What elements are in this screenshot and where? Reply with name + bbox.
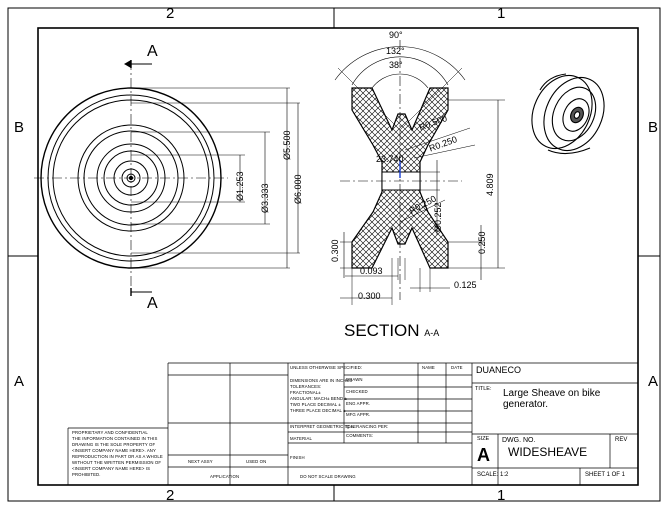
dim-offset-a: 0.093 bbox=[360, 266, 383, 276]
section-caption: SECTION A-A bbox=[344, 322, 439, 339]
tb-comments: COMMENTS: bbox=[346, 433, 374, 438]
tb-drawn: DRAWN bbox=[346, 377, 363, 382]
tb-size: A bbox=[477, 445, 490, 465]
tb-application: APPLICATION bbox=[210, 474, 240, 479]
tb-sheet: SHEET 1 OF 1 bbox=[585, 472, 625, 478]
section-cut-line bbox=[124, 60, 152, 296]
tb-proprietary-line-3: <INSERT COMPANY NAME HERE>. ANY bbox=[72, 448, 156, 453]
dim-small: 23.740 bbox=[376, 154, 404, 164]
zone-row-right-b: B bbox=[648, 119, 659, 136]
dim-width-total: 4.809 bbox=[485, 173, 495, 196]
tb-two-place: TWO PLACE DECIMAL ± bbox=[290, 402, 341, 407]
section-letter-top: A bbox=[147, 43, 158, 60]
tb-mfg-appr: MFG APPR. bbox=[346, 412, 371, 417]
dim-angle-inner: 38° bbox=[389, 60, 403, 70]
dim-hub: Ø3.333 bbox=[260, 183, 270, 213]
tb-title-label: TITLE: bbox=[475, 386, 492, 392]
tb-proprietary-line-1: THE INFORMATION CONTAINED IN THIS bbox=[72, 436, 158, 441]
zone-row-right-a: A bbox=[648, 373, 659, 390]
zone-row-left-a: A bbox=[14, 373, 25, 390]
tb-used-on: USED ON bbox=[246, 459, 267, 464]
dim-edge-height: 0.250 bbox=[477, 231, 487, 254]
tb-finish: FINISH bbox=[290, 455, 305, 460]
isometric-view bbox=[531, 73, 605, 155]
tb-title: Large Sheave on bike generator. bbox=[503, 388, 601, 410]
front-view bbox=[34, 60, 300, 296]
tb-three-place: THREE PLACE DECIMAL ± bbox=[290, 408, 346, 413]
title-block bbox=[67, 362, 638, 485]
tb-rev-label: REV bbox=[615, 437, 628, 443]
dim-offset-c: 0.125 bbox=[454, 280, 477, 290]
tb-company: DUANECO bbox=[476, 365, 522, 375]
tb-no-scale: DO NOT SCALE DRAWING bbox=[300, 474, 356, 479]
zone-col-bottom-1: 1 bbox=[497, 487, 506, 504]
section-letter-bottom: A bbox=[147, 295, 158, 312]
tb-proprietary-title: PROPRIETARY AND CONFIDENTIAL bbox=[72, 430, 148, 435]
tb-proprietary-line-5: WITHOUT THE WRITTEN PERMISSION OF bbox=[72, 460, 162, 465]
tb-interpret: INTERPRET GEOMETRIC TOLERANCING PER: bbox=[290, 424, 389, 429]
tb-checked: CHECKED bbox=[346, 389, 368, 394]
tb-size-label: SIZE bbox=[477, 436, 490, 442]
tb-qa: Q.A. bbox=[346, 424, 355, 429]
zone-row-left-b: B bbox=[14, 119, 25, 136]
zone-col-top-2: 2 bbox=[166, 5, 175, 22]
zone-col-top-1: 1 bbox=[497, 5, 506, 22]
tb-tolerances: TOLERANCES: bbox=[290, 384, 322, 389]
section-title: SECTION bbox=[344, 321, 420, 340]
section-view bbox=[334, 40, 505, 305]
tb-next-assy: NEXT ASSY bbox=[188, 459, 213, 464]
dim-axle: Ø0.252 bbox=[433, 202, 443, 232]
tb-fractional: FRACTIONAL± bbox=[290, 390, 321, 395]
dim-bore: Ø1.253 bbox=[235, 171, 245, 201]
tb-proprietary-line-6: <INSERT COMPANY NAME HERE> IS bbox=[72, 466, 151, 471]
tb-unless-specified: UNLESS OTHERWISE SPECIFIED: bbox=[290, 365, 363, 370]
tb-dwg-no: WIDESHEAVE bbox=[508, 445, 588, 459]
tb-date-header: DATE bbox=[451, 365, 463, 370]
tb-proprietary-line-2: DRAWING IS THE SOLE PROPERTY OF bbox=[72, 442, 156, 447]
tb-material: MATERIAL bbox=[290, 436, 312, 441]
tb-eng-appr: ENG APPR. bbox=[346, 401, 371, 406]
section-suffix: A-A bbox=[424, 328, 440, 338]
tb-name-header: NAME bbox=[422, 365, 435, 370]
dim-groove: Ø5.500 bbox=[282, 130, 292, 160]
dim-angle-mid: 132° bbox=[386, 46, 405, 56]
dim-angle-outer: 90° bbox=[389, 30, 403, 40]
dim-left-height: 0.300 bbox=[330, 239, 340, 262]
zone-col-bottom-2: 2 bbox=[166, 487, 175, 504]
tb-proprietary-line-7: PROHIBITED. bbox=[72, 472, 101, 477]
dim-offset-b: 0.300 bbox=[358, 291, 381, 301]
tb-scale: SCALE: 1:2 bbox=[477, 472, 509, 478]
tb-angular: ANGULAR: MACH± BEND ± bbox=[290, 396, 347, 401]
dim-outer: Ø6.000 bbox=[293, 174, 303, 204]
tb-dims-inches: DIMENSIONS ARE IN INCHES bbox=[290, 378, 353, 383]
tb-proprietary-line-4: REPRODUCTION IN PART OR AS A WHOLE bbox=[72, 454, 163, 459]
tb-dwg-label: DWG. NO. bbox=[502, 437, 536, 444]
